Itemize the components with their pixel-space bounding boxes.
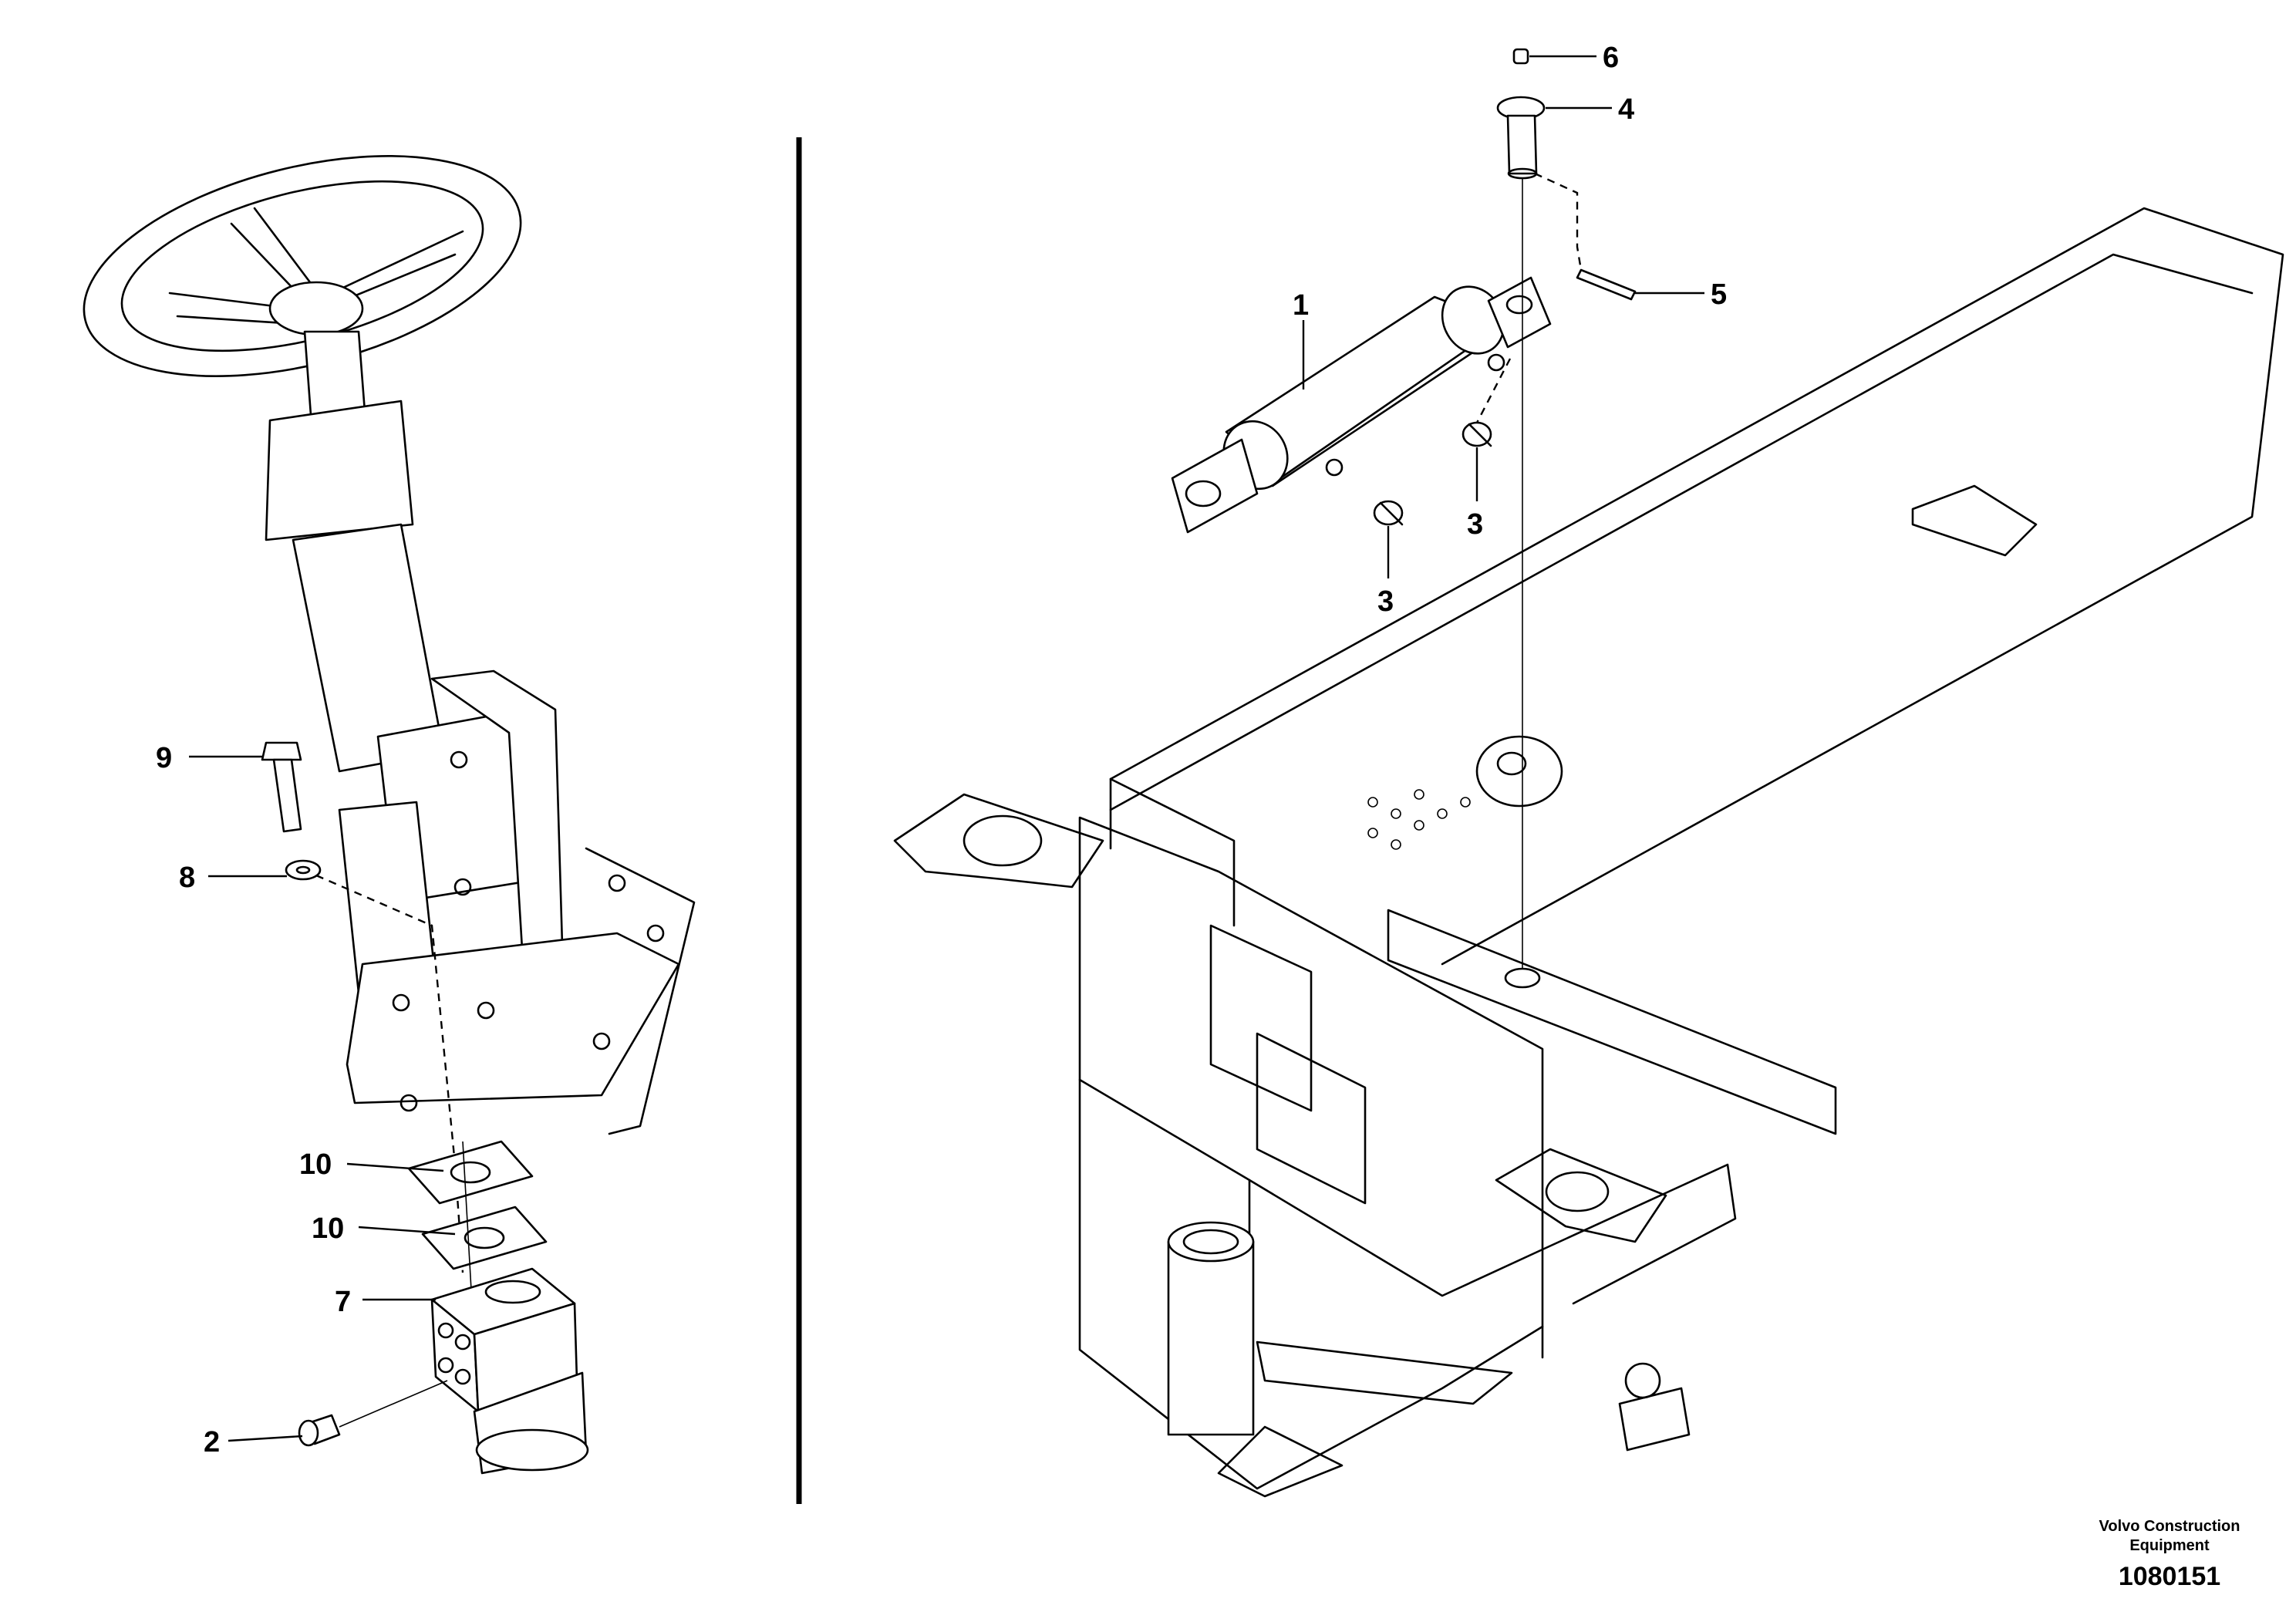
nipple-part-3-left — [1373, 500, 1404, 526]
callout-1: 1 — [1293, 289, 1309, 322]
callout-5: 5 — [1711, 278, 1727, 311]
machine-frame — [893, 207, 2284, 1498]
callout-8: 8 — [179, 862, 195, 894]
callout-10-upper: 10 — [299, 1148, 332, 1181]
brand-line-2: Equipment — [2129, 1537, 2210, 1554]
steering-cylinder-part-1 — [1171, 276, 1552, 534]
callout-4: 4 — [1618, 93, 1634, 126]
callout-10-lower: 10 — [312, 1212, 344, 1245]
leader-10a — [346, 1162, 444, 1172]
nut-part-6 — [1512, 48, 1529, 65]
assembly-line-10 — [462, 1141, 473, 1304]
callout-7: 7 — [335, 1286, 351, 1318]
assembly-line-5 — [1534, 172, 1583, 271]
washer-part-8 — [285, 859, 322, 881]
callout-6: 6 — [1603, 42, 1619, 74]
callout-9: 9 — [156, 742, 172, 774]
steering-column — [265, 330, 696, 1135]
assembly-line-8 — [315, 874, 464, 1273]
brand-line-1: Volvo Construction — [2099, 1518, 2240, 1535]
bolt-part-9 — [261, 741, 302, 833]
assembly-line-2 — [339, 1380, 448, 1428]
leader-2 — [228, 1435, 303, 1442]
gasket-part-10-lower — [421, 1206, 548, 1270]
callout-2: 2 — [204, 1426, 220, 1458]
leader-10b — [358, 1226, 456, 1236]
callout-3-left: 3 — [1377, 585, 1394, 618]
split-pin-part-5 — [1576, 268, 1637, 301]
assembly-line-3 — [1475, 358, 1512, 423]
steering-wheel — [83, 155, 522, 377]
callout-3-right: 3 — [1467, 508, 1483, 541]
gasket-part-10-upper — [407, 1140, 534, 1205]
fitting-part-2 — [298, 1414, 341, 1447]
nipple-part-3-right — [1462, 421, 1492, 447]
pin-part-4 — [1496, 96, 1546, 180]
drawing-number: 1080151 — [2119, 1562, 2220, 1591]
steering-unit-part-7 — [430, 1267, 589, 1475]
